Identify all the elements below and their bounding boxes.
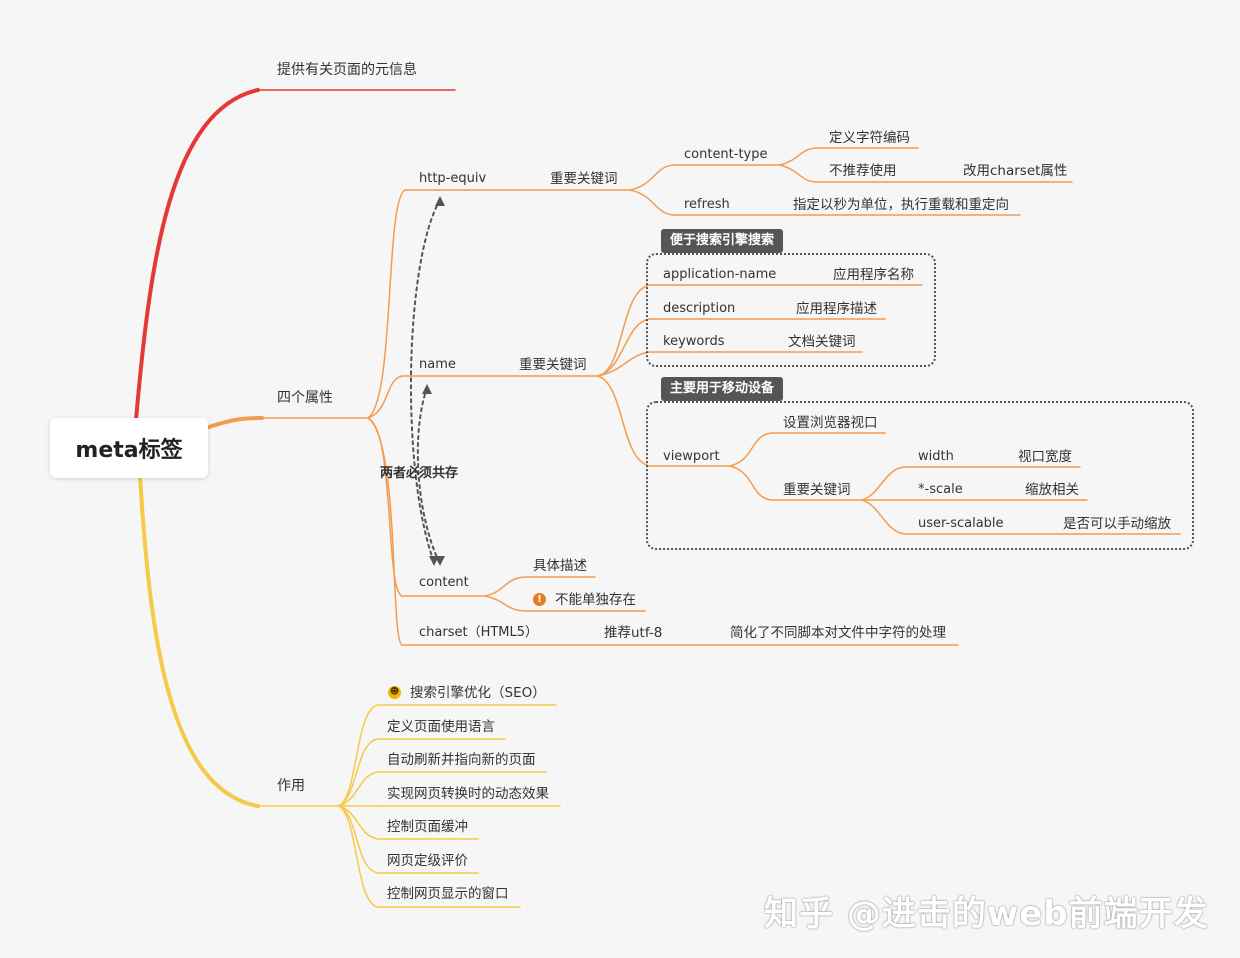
usage-item[interactable]: 控制页面缓冲 <box>387 819 468 835</box>
coexist-label: 两者必须共存 <box>380 466 459 481</box>
node-set-viewport[interactable]: 设置浏览器视口 <box>783 415 878 431</box>
connector-info <box>134 88 260 422</box>
node-name-keyword[interactable]: 重要关键词 <box>519 357 587 373</box>
node-keywords[interactable]: keywords <box>663 334 725 349</box>
node-scale[interactable]: *-scale <box>918 482 963 497</box>
node-http-equiv-keyword[interactable]: 重要关键词 <box>550 171 618 187</box>
watermark: 知乎 @进击的web前端开发 <box>764 894 1209 934</box>
mobile-group-box <box>646 401 1194 550</box>
node-attrs[interactable]: 四个属性 <box>277 390 333 406</box>
node-refresh-desc[interactable]: 指定以秒为单位，执行重载和重定向 <box>793 197 1009 213</box>
node-refresh[interactable]: refresh <box>684 197 730 212</box>
node-scale-desc[interactable]: 缩放相关 <box>1025 482 1079 498</box>
connector-attrs <box>204 416 264 430</box>
node-content-type[interactable]: content-type <box>684 147 768 162</box>
usage-item[interactable]: 控制网页显示的窗口 <box>387 886 509 902</box>
node-use-charset[interactable]: 改用charset属性 <box>963 163 1068 179</box>
node-charset-desc[interactable]: 简化了不同脚本对文件中字符的处理 <box>730 625 946 641</box>
node-application-name[interactable]: application-name <box>663 267 777 282</box>
node-app-name-desc[interactable]: 应用程序名称 <box>833 267 914 283</box>
mobile-tag: 主要用于移动设备 <box>661 377 784 401</box>
root-node[interactable]: meta标签 <box>50 418 208 478</box>
node-user-scalable[interactable]: user-scalable <box>918 516 1004 531</box>
node-viewport[interactable]: viewport <box>663 449 720 464</box>
usage-item[interactable]: 搜索引擎优化（SEO） <box>410 685 546 701</box>
node-info[interactable]: 提供有关页面的元信息 <box>277 62 417 78</box>
node-user-scalable-desc[interactable]: 是否可以手动缩放 <box>1063 516 1171 532</box>
node-width[interactable]: width <box>918 449 954 464</box>
node-viewport-keyword[interactable]: 重要关键词 <box>783 482 851 498</box>
warning-icon: ! <box>533 593 546 606</box>
seo-tag: 便于搜索引擎搜索 <box>661 229 784 253</box>
seo-group-box <box>646 253 936 367</box>
node-content[interactable]: content <box>419 575 469 590</box>
usage-item[interactable]: 定义页面使用语言 <box>387 719 495 735</box>
node-keywords-desc[interactable]: 文档关键词 <box>788 334 856 350</box>
usage-item[interactable]: 网页定级评价 <box>387 853 468 869</box>
usage-item[interactable]: 自动刷新并指向新的页面 <box>387 752 536 768</box>
usage-item[interactable]: 实现网页转换时的动态效果 <box>387 786 549 802</box>
node-charset-encoding[interactable]: 定义字符编码 <box>829 130 910 146</box>
node-name[interactable]: name <box>419 357 456 372</box>
node-width-desc[interactable]: 视口宽度 <box>1018 449 1072 465</box>
node-http-equiv[interactable]: http-equiv <box>419 171 487 186</box>
node-description-desc[interactable]: 应用程序描述 <box>796 301 877 317</box>
node-not-recommended[interactable]: 不推荐使用 <box>829 163 897 179</box>
smiley-icon: ☻ <box>388 686 401 699</box>
connector-usage <box>138 474 260 808</box>
node-charset-rec[interactable]: 推荐utf-8 <box>604 625 663 641</box>
node-content-desc[interactable]: 具体描述 <box>533 558 587 574</box>
node-cannot-exist-alone[interactable]: 不能单独存在 <box>555 592 636 608</box>
node-charset[interactable]: charset（HTML5） <box>419 625 539 640</box>
node-description[interactable]: description <box>663 301 736 316</box>
node-usage[interactable]: 作用 <box>277 778 305 794</box>
